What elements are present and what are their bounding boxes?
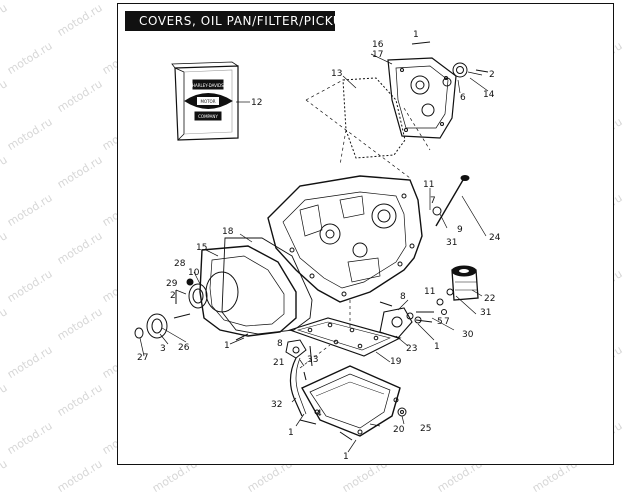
harley-davidson-logo: FL HARLEY-DAVIDSON MOTOR COMPANY: [184, 79, 233, 121]
callout-32: 32: [271, 400, 283, 410]
callout-18: 18: [222, 227, 234, 237]
callout-19: 19: [390, 357, 402, 367]
callout-14: 14: [483, 90, 495, 100]
callout-1: 1: [288, 428, 294, 438]
callout-21: 21: [273, 358, 285, 368]
callout-11: 11: [424, 287, 436, 297]
callout-23: 23: [406, 344, 418, 354]
inspection-cover-parts: [134, 278, 249, 341]
callout-24: 24: [489, 233, 501, 243]
oil-pan-gasket: [288, 317, 402, 357]
callout-1: 1: [413, 30, 419, 40]
callout-33: 33: [307, 355, 319, 365]
oil-pump: [379, 298, 447, 339]
callout-12: 12: [251, 98, 263, 108]
primary-cover-gasket: [221, 237, 313, 335]
logo-badge-text: FL HARLEY-DAVIDSON: [186, 83, 230, 88]
callout-31: 31: [446, 238, 458, 248]
callout-3: 3: [160, 344, 166, 354]
alignment-lines: [299, 79, 431, 369]
callout-1: 1: [224, 341, 230, 351]
service-manual-booklet: FL HARLEY-DAVIDSON MOTOR COMPANY: [171, 61, 239, 141]
callout-7: 7: [430, 196, 436, 206]
callout-13: 13: [331, 69, 343, 79]
callout-6: 6: [460, 93, 466, 103]
diagram-title: COVERS, OIL PAN/FILTER/PICKUP: [125, 11, 349, 31]
callout-5: 5: [437, 317, 443, 327]
primary-cover: [199, 245, 297, 337]
callout-28: 28: [174, 259, 186, 269]
callout-11: 11: [423, 180, 435, 190]
cam-cover-seal: [442, 62, 468, 87]
callout-17: 17: [372, 50, 384, 60]
callout-8: 8: [400, 292, 406, 302]
oil-filter: [446, 265, 479, 301]
callout-31: 31: [480, 308, 492, 318]
callout-27: 27: [137, 353, 149, 363]
logo-line-2: COMPANY: [198, 114, 218, 119]
callout-2: 2: [170, 291, 176, 301]
dipstick: [432, 175, 470, 227]
oil-pan: [299, 365, 407, 441]
logo-line-1: MOTOR: [201, 99, 216, 104]
callout-25: 25: [420, 424, 432, 434]
callout-16: 16: [372, 40, 384, 50]
oil-pickup: [285, 339, 313, 417]
callout-9: 9: [457, 225, 463, 235]
callout-8: 8: [277, 339, 283, 349]
callout-1: 1: [434, 342, 440, 352]
callout-30: 30: [462, 330, 474, 340]
exploded-view-drawing: FL HARLEY-DAVIDSON MOTOR COMPANY: [134, 41, 489, 453]
callout-26: 26: [178, 343, 190, 353]
leader-lines: [139, 53, 489, 453]
callout-10: 10: [188, 268, 200, 278]
crankcase: [267, 175, 423, 303]
callout-15: 15: [196, 243, 208, 253]
callout-2: 2: [489, 70, 495, 80]
callout-7: 7: [444, 317, 450, 327]
callout-20: 20: [393, 425, 405, 435]
callout-22: 22: [484, 294, 496, 304]
cam-cover: [342, 57, 457, 159]
callout-1: 1: [343, 452, 349, 462]
callout-29: 29: [166, 279, 178, 289]
callout-4: 4: [316, 409, 322, 419]
